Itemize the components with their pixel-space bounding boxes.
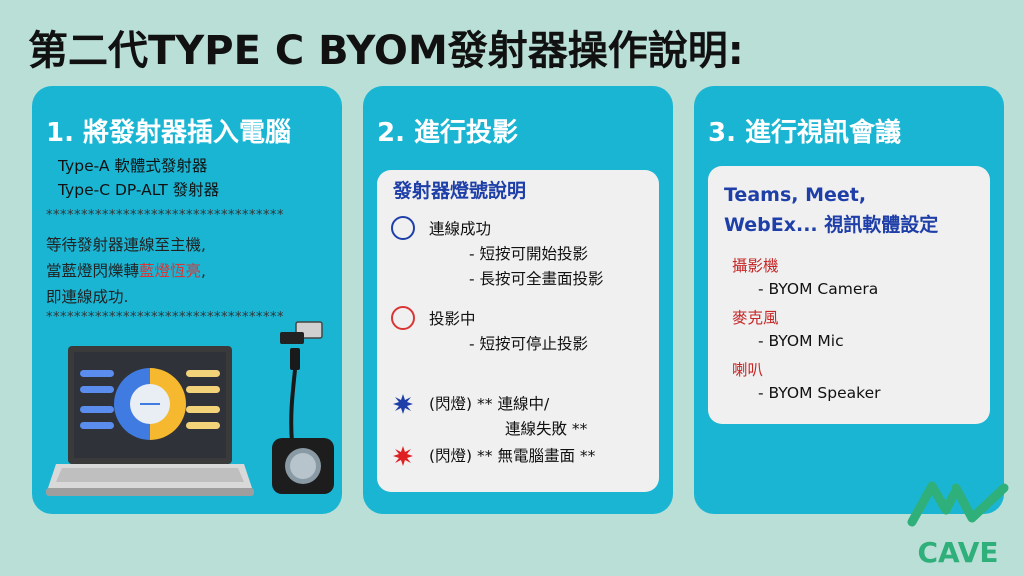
software-title-line1: Teams, Meet, xyxy=(724,184,867,206)
connected-long-press: - 長按可全畫面投影 xyxy=(469,270,604,288)
blue-ring-icon xyxy=(391,216,415,240)
projecting-short-press: - 短按可停止投影 xyxy=(469,335,589,353)
cave-logo: CAVE xyxy=(907,481,1009,569)
type-a-line: Type-A 軟體式發射器 xyxy=(58,157,208,175)
transmitter-types: Type-A 軟體式發射器 Type-C DP-ALT 發射器 xyxy=(58,154,219,202)
type-c-line: Type-C DP-ALT 發射器 xyxy=(58,181,220,199)
speaker-label: 喇叭 xyxy=(732,361,764,379)
wait-instructions: 等待發射器連線至主機, 當藍燈閃爍轉藍燈恆亮, 即連線成功. xyxy=(46,232,206,310)
blue-blink-text-line1: (閃燈) ** 連線中/ xyxy=(429,395,550,413)
star-divider-bottom: ********************************** xyxy=(46,310,284,325)
connected-label: 連線成功 xyxy=(429,220,492,238)
step1-heading: 1. 將發射器插入電腦 xyxy=(46,118,292,148)
wait-line2: 當藍燈閃爍轉藍燈恆亮, xyxy=(46,258,206,284)
camera-device: - BYOM Camera xyxy=(758,280,879,298)
step3-card: 3. 進行視訊會議 Teams, Meet, WebEx... 視訊軟體設定 攝… xyxy=(694,86,1004,514)
speaker-device: - BYOM Speaker xyxy=(758,384,881,402)
step2-card: 2. 進行投影 發射器燈號說明 連線成功 - 短按可開始投影 - 長按可全畫面投… xyxy=(363,86,673,514)
video-software-panel: Teams, Meet, WebEx... 視訊軟體設定 攝影機 - BYOM … xyxy=(708,166,990,424)
connected-short-press: - 短按可開始投影 xyxy=(469,245,589,263)
star-divider-top: ********************************** xyxy=(46,208,284,223)
step3-heading: 3. 進行視訊會議 xyxy=(708,118,902,148)
laptop-illustration xyxy=(46,346,254,496)
blue-blink-text-line2: 連線失敗 ** xyxy=(505,420,588,438)
mic-label: 麥克風 xyxy=(732,309,779,327)
software-title-line2: WebEx... 視訊軟體設定 xyxy=(724,214,939,236)
cave-logo-text: CAVE xyxy=(917,536,998,569)
solid-blue-light-text: 藍燈恆亮 xyxy=(139,262,202,280)
byom-transmitter-illustration xyxy=(272,321,334,494)
projecting-label: 投影中 xyxy=(429,310,476,328)
wait-line3: 即連線成功. xyxy=(46,288,129,306)
wait-line2-suffix: , xyxy=(201,262,206,280)
wait-line2-prefix: 當藍燈閃爍轉 xyxy=(46,262,140,280)
step1-card: 1. 將發射器插入電腦 Type-A 軟體式發射器 Type-C DP-ALT … xyxy=(32,86,342,514)
wait-line1: 等待發射器連線至主機, xyxy=(46,236,206,254)
blue-blink-icon xyxy=(393,394,413,414)
camera-label: 攝影機 xyxy=(732,257,779,275)
red-blink-icon xyxy=(393,446,413,466)
step2-heading: 2. 進行投影 xyxy=(377,118,519,148)
red-blink-text: (閃燈) ** 無電腦畫面 ** xyxy=(429,447,596,465)
light-legend-panel: 發射器燈號說明 連線成功 - 短按可開始投影 - 長按可全畫面投影 投影中 - … xyxy=(377,170,659,492)
red-ring-icon xyxy=(391,306,415,330)
light-legend-title: 發射器燈號說明 xyxy=(393,180,527,202)
mic-device: - BYOM Mic xyxy=(758,332,844,350)
page-title: 第二代TYPE C BYOM發射器操作說明: xyxy=(28,28,744,74)
